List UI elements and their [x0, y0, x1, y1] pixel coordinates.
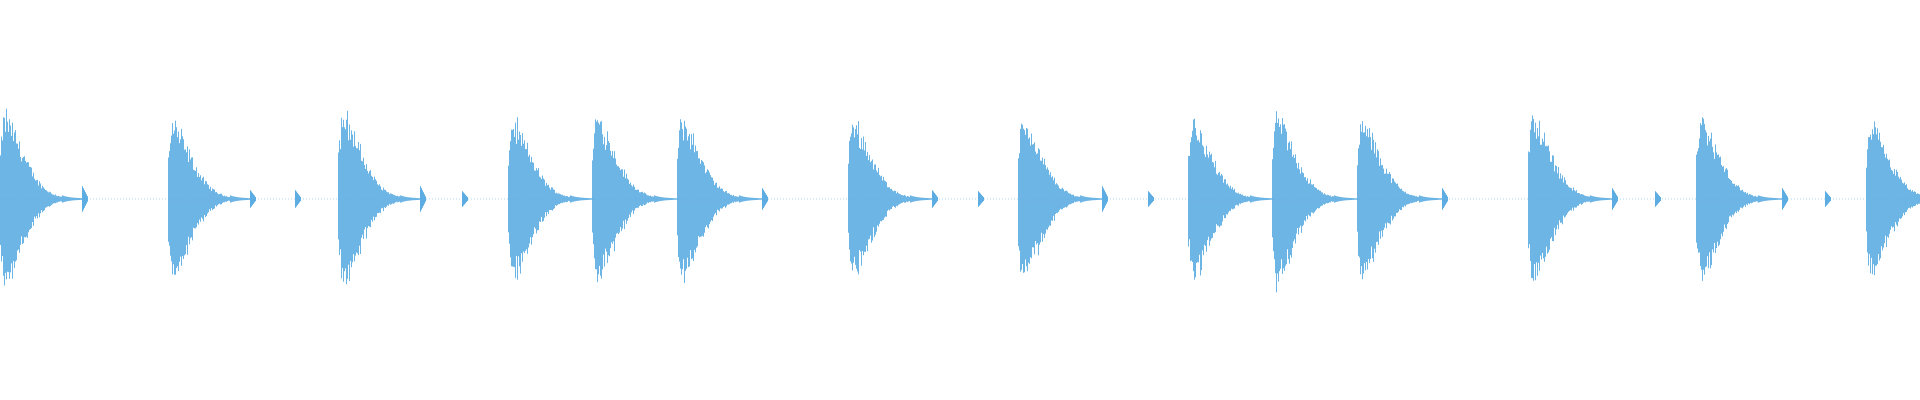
waveform-tick: [1102, 186, 1108, 212]
waveform-burst: [592, 119, 678, 283]
waveform-tick: [1782, 188, 1788, 210]
waveform-tick: [1442, 188, 1448, 210]
waveform-burst: [338, 110, 424, 285]
waveform-tick: [1612, 188, 1618, 210]
waveform-burst: [1357, 121, 1443, 280]
waveform-burst: [1188, 118, 1274, 280]
waveform-tick: [250, 190, 256, 208]
waveform-burst: [1272, 111, 1358, 293]
waveform-tick: [1148, 191, 1154, 207]
waveform-tick: [762, 188, 768, 210]
waveform-burst: [1866, 121, 1920, 276]
waveform-burst: [508, 117, 594, 280]
waveform-burst: [168, 120, 254, 275]
waveform-burst: [1696, 117, 1782, 281]
waveform-tick: [1825, 191, 1831, 207]
waveform-tick: [932, 190, 938, 208]
waveform-burst: [848, 121, 934, 275]
waveform-burst: [1018, 123, 1104, 273]
waveform-burst: [0, 108, 86, 286]
waveform-tick: [1655, 191, 1661, 207]
waveform-tick: [82, 186, 88, 212]
waveform-burst: [677, 119, 763, 283]
waveform-tick: [295, 190, 301, 208]
waveform-tick: [420, 186, 426, 212]
waveform-burst: [1528, 115, 1614, 281]
waveform-tick: [462, 191, 468, 207]
waveform-tick: [978, 191, 984, 207]
